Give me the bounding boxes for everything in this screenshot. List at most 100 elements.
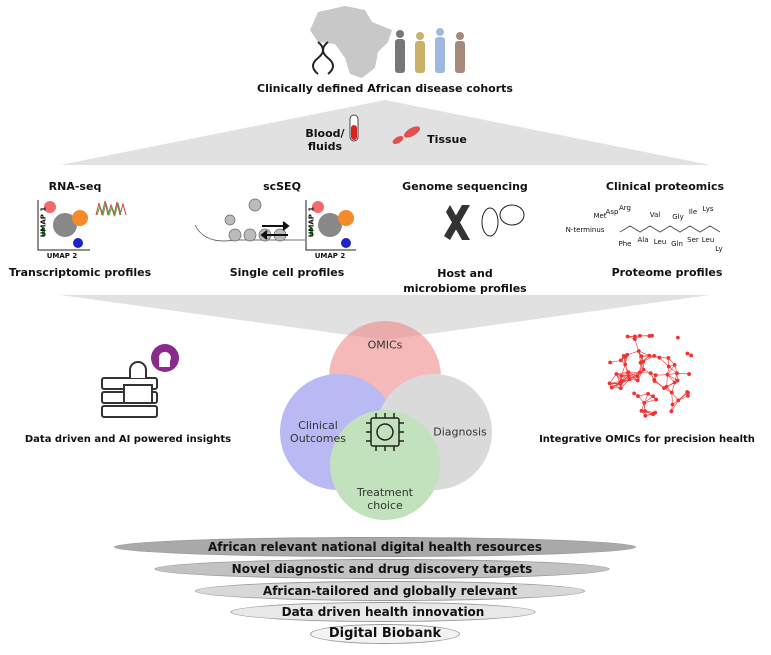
host-microbiome-profiles-label: Host and microbiome profiles (403, 267, 527, 295)
network-edge (634, 339, 640, 352)
rna-umap-y: UMAP 1 (39, 206, 48, 238)
network-node (626, 370, 631, 375)
network-node (618, 386, 623, 391)
tissue-label: Tissue (427, 133, 467, 146)
clinical-proteomics-title: Clinical proteomics (605, 180, 725, 193)
blood-fluids-label: Blood/ fluids (305, 127, 345, 153)
peptide-label: Ala (637, 236, 649, 244)
chromosome-icon (444, 205, 470, 240)
network-edge (667, 374, 678, 381)
network-edge (655, 374, 668, 376)
network-node (621, 354, 626, 358)
network-edge (628, 372, 640, 377)
venn-label-omics: OMICs (367, 338, 403, 352)
network-node (643, 413, 648, 418)
network-edge (659, 357, 670, 367)
rna-seq-title: RNA-seq (48, 180, 102, 193)
network-edge (637, 369, 644, 381)
sc-umap-x: UMAP 2 (314, 252, 346, 260)
network-node (619, 374, 624, 378)
people-icons (395, 28, 465, 73)
network-edge (638, 350, 641, 363)
network-node (639, 354, 644, 359)
network-edge (667, 364, 675, 375)
network-node (625, 352, 630, 357)
ai-insights-label: Data driven and AI powered insights (24, 434, 232, 445)
peptide-label: Ile (688, 208, 698, 216)
network-edge (671, 400, 679, 412)
scseq-title: scSEQ (263, 180, 301, 193)
network-node (636, 394, 640, 398)
network-node (651, 394, 655, 399)
network-node (642, 401, 647, 405)
venn-label-clinical-outcomes: Clinical Outcomes (290, 419, 346, 445)
network-node (646, 391, 650, 396)
venn-label-diagnosis: Diagnosis (433, 425, 487, 439)
peptide-label: N-terminus (565, 226, 605, 234)
network-node (653, 373, 658, 378)
venn-diagram (280, 321, 492, 520)
network-node (643, 409, 647, 413)
network-node (675, 371, 679, 376)
peptide-label: Gly (672, 213, 684, 221)
microbe-icon (481, 204, 525, 237)
peptide-label: Ly (715, 245, 723, 253)
network-node (619, 379, 624, 383)
network-node (672, 362, 677, 367)
peptide-label: Asp (605, 208, 619, 216)
network-node (609, 385, 614, 390)
network-node (626, 374, 631, 378)
network-sphere-icon (607, 333, 694, 418)
network-edge (638, 350, 650, 356)
network-node (669, 409, 674, 414)
network-node (608, 360, 612, 365)
tissue-icon (392, 126, 421, 144)
peptide-label: Arg (619, 204, 631, 212)
integrative-omics-label: Integrative OMICs for precision health (539, 434, 755, 445)
peptide-label: Lys (702, 205, 714, 213)
single-cell-profiles-label: Single cell profiles (229, 266, 345, 279)
network-node (647, 353, 652, 358)
peptide-label: Phe (618, 240, 632, 248)
network-node (670, 402, 675, 407)
network-node (662, 386, 666, 390)
network-node (635, 378, 640, 383)
exchange-arrows-icon (260, 221, 290, 240)
rna-umap-x: UMAP 2 (46, 252, 78, 260)
peptide-chain (619, 225, 721, 233)
network-node (632, 334, 637, 339)
sample-funnel (60, 100, 710, 165)
network-node (672, 380, 677, 385)
network-edge (627, 350, 639, 356)
layer-african-tailored: African-tailored and globally relevant (195, 581, 585, 601)
server-lock-icon (101, 361, 158, 418)
cohorts-label: Clinically defined African disease cohor… (257, 82, 513, 95)
network-node (687, 372, 691, 376)
network-node (653, 410, 658, 415)
network-node (689, 353, 694, 358)
network-node (614, 372, 619, 376)
network-edge (676, 372, 690, 375)
network-node (627, 377, 632, 382)
layer-health-innovation: Data driven health innovation (230, 602, 536, 622)
layer-drug-discovery: Novel diagnostic and drug discovery targ… (154, 559, 610, 579)
peptide-label: Ser (687, 236, 699, 244)
network-node (675, 378, 680, 383)
peptide-label: Val (649, 211, 661, 219)
network-node (666, 364, 671, 369)
proteome-profiles-label: Proteome profiles (611, 266, 723, 279)
network-node (618, 358, 623, 363)
network-node (669, 390, 674, 395)
blood-tube-icon (349, 114, 359, 142)
network-node (647, 334, 652, 338)
sc-umap-y: UMAP 1 (307, 206, 316, 238)
network-edge (643, 355, 655, 362)
network-node (637, 370, 642, 375)
network-node (607, 381, 612, 386)
network-edge (671, 392, 673, 405)
dna-icon (312, 41, 334, 75)
network-node (638, 360, 643, 365)
network-edge (620, 379, 630, 389)
network-node (657, 355, 662, 360)
